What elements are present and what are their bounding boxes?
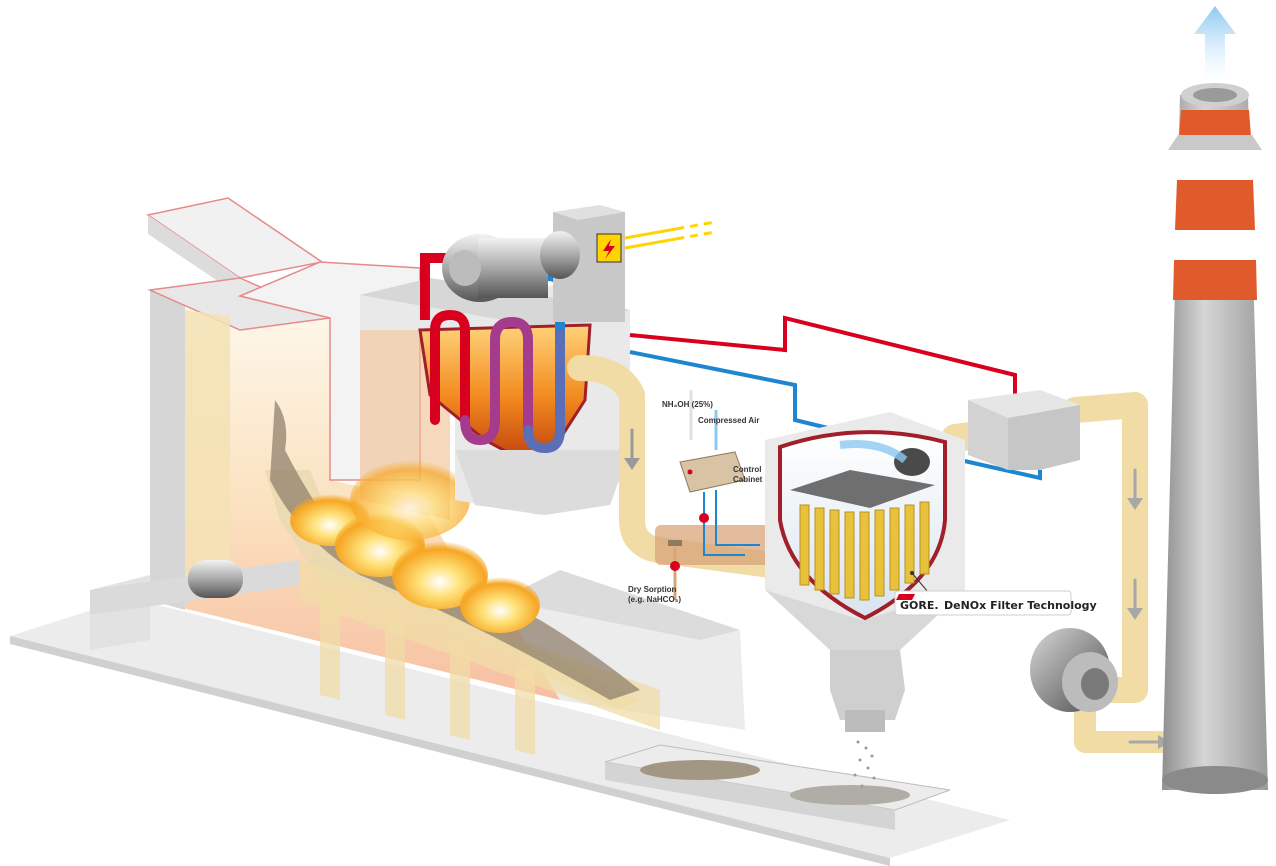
economizer-box bbox=[968, 390, 1080, 470]
dry-sorption-label-1: Dry Sorption bbox=[628, 585, 677, 594]
ash-bins bbox=[604, 744, 951, 830]
gore-denox-filter-house bbox=[765, 412, 965, 788]
flue-gas-duct bbox=[567, 355, 1196, 753]
high-voltage-warning-icon bbox=[596, 233, 622, 263]
ammonia-label: NH₄OH (25%) bbox=[662, 400, 713, 409]
gore-callout: GORE. DeNOx Filter Technology bbox=[894, 571, 1097, 616]
gore-logo-icon bbox=[896, 594, 915, 600]
reagent-injection bbox=[655, 390, 770, 600]
compressed-air-label: Compressed Air bbox=[698, 416, 760, 425]
dust-discharge bbox=[853, 740, 876, 788]
power-output-lines bbox=[624, 220, 716, 250]
gore-product-label: DeNOx Filter Technology bbox=[944, 599, 1097, 612]
dry-sorption-label-2: (e.g. NaHCO₃) bbox=[628, 595, 681, 604]
gore-brand-label: GORE. bbox=[900, 599, 939, 612]
filter-bags bbox=[799, 501, 930, 601]
boiler-tubes-hot bbox=[430, 309, 565, 454]
exhaust-arrow-icon bbox=[1194, 6, 1236, 80]
grate-legs bbox=[320, 590, 535, 755]
turbine-generator bbox=[442, 205, 716, 322]
induced-draft-fan bbox=[1030, 628, 1118, 712]
chimney-stack bbox=[1162, 83, 1268, 794]
control-cabinet-label-2: Cabinet bbox=[733, 475, 763, 484]
combustion-grate bbox=[265, 400, 660, 755]
control-cabinet-label-1: Control bbox=[733, 465, 761, 474]
